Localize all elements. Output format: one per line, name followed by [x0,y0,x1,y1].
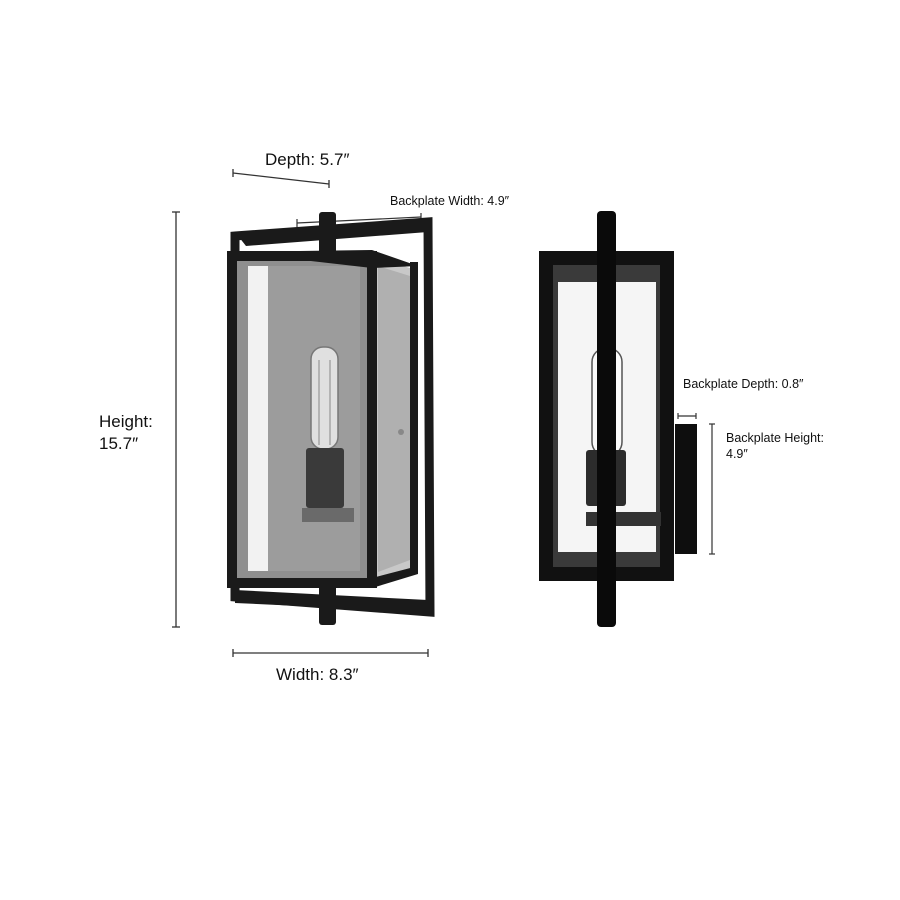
backplate-height-label-line1: Backplate Height: [726,431,824,445]
depth-dimension-line [232,169,330,188]
height-label-line2: 15.7″ [99,434,139,453]
backplate-height-dimension-line [709,423,715,555]
backplate-depth-label: Backplate Depth: 0.8″ [683,377,804,391]
height-dimension-line [172,211,180,628]
lantern-side-view [539,211,697,627]
height-label: Height: 15.7″ [99,411,153,455]
backplate-height-label-line2: 4.9″ [726,447,748,461]
backplate-depth-dimension-line [677,413,697,419]
depth-label: Depth: 5.7″ [265,150,350,169]
backplate-height-label: Backplate Height: 4.9″ [726,430,824,462]
width-dimension-line [232,649,429,657]
height-label-line1: Height: [99,412,153,431]
backplate-width-label: Backplate Width: 4.9″ [390,194,510,208]
width-label: Width: 8.3″ [276,665,359,684]
lantern-front-view [227,212,435,625]
